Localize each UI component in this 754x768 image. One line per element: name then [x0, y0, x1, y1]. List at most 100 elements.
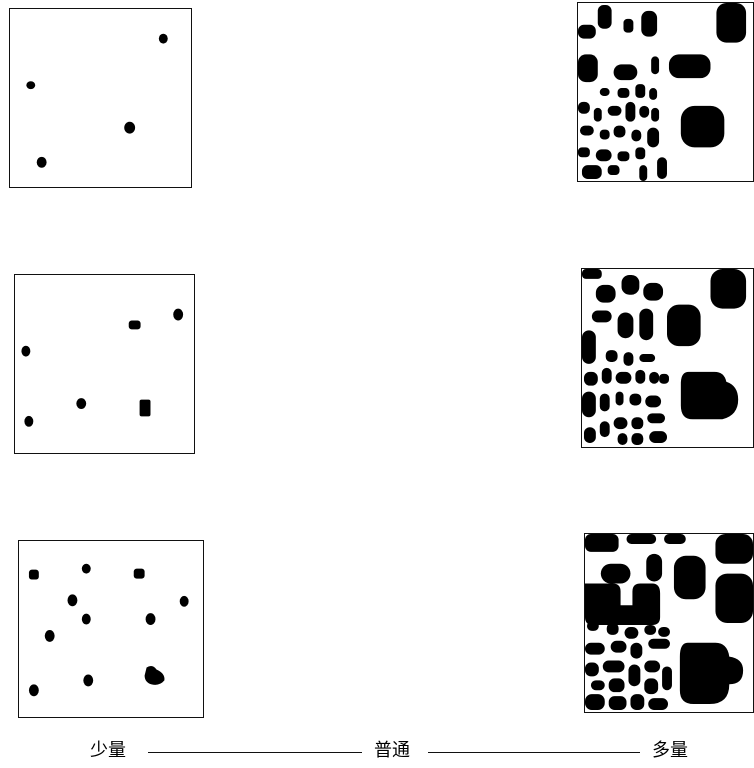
- blob: [603, 661, 625, 673]
- speck: [146, 613, 156, 625]
- blob: [649, 431, 667, 443]
- speck: [159, 34, 168, 44]
- blob: [607, 623, 619, 635]
- blob: [585, 583, 660, 625]
- blob: [592, 311, 612, 323]
- blob: [631, 130, 641, 142]
- speck: [129, 320, 141, 329]
- blob: [629, 394, 641, 406]
- blob: [582, 392, 596, 418]
- blob: [596, 149, 612, 161]
- density-scale: 少量 普通 多量: [0, 728, 754, 768]
- blob: [641, 11, 657, 37]
- blob: [600, 130, 610, 140]
- blob: [715, 574, 753, 623]
- blob: [630, 643, 642, 659]
- blob: [639, 165, 647, 181]
- blob: [600, 394, 610, 412]
- speck: [82, 564, 91, 574]
- speck: [83, 674, 93, 686]
- blob: [658, 627, 670, 637]
- speck: [145, 666, 165, 685]
- blob: [622, 275, 640, 295]
- blob: [639, 309, 653, 341]
- speck: [124, 122, 135, 134]
- blob: [630, 694, 644, 710]
- blob: [669, 54, 711, 78]
- blob: [582, 165, 602, 179]
- blob: [616, 372, 632, 384]
- blob: [648, 698, 668, 710]
- blob: [639, 354, 655, 362]
- blob: [580, 126, 594, 136]
- blob: [585, 643, 605, 655]
- blob: [618, 433, 628, 445]
- blob: [631, 417, 643, 429]
- sparse-dots-3: [19, 541, 203, 717]
- blob: [578, 102, 590, 114]
- blob: [582, 269, 602, 279]
- blob: [635, 147, 645, 159]
- blob: [584, 372, 598, 386]
- scale-mid-label: 普通: [374, 740, 410, 762]
- speck: [82, 614, 91, 625]
- blob: [647, 128, 659, 148]
- scale-high-label: 多量: [652, 740, 688, 762]
- sparse-panel-3: [18, 540, 204, 718]
- blob: [648, 639, 670, 649]
- blob: [628, 665, 640, 687]
- blob: [616, 392, 624, 406]
- blob: [587, 621, 599, 631]
- blob: [627, 534, 657, 544]
- blob: [681, 372, 738, 419]
- blob: [680, 643, 743, 704]
- dense-blobs-1: [578, 3, 753, 181]
- blob: [598, 5, 612, 29]
- blob: [618, 313, 634, 339]
- scale-line-left: [148, 752, 362, 753]
- blob: [623, 19, 633, 33]
- blob: [578, 147, 590, 157]
- blob: [585, 663, 599, 677]
- speck: [37, 157, 47, 168]
- blob: [657, 157, 667, 179]
- blob: [635, 84, 645, 98]
- speck: [21, 346, 30, 357]
- blob: [611, 641, 627, 653]
- blob: [646, 554, 662, 582]
- blob: [591, 680, 605, 690]
- blob: [618, 151, 630, 161]
- blob: [715, 534, 753, 564]
- dense-panel-3: [584, 533, 754, 713]
- speck: [173, 309, 183, 321]
- blob: [644, 661, 660, 673]
- blob: [614, 126, 626, 138]
- speck: [140, 400, 151, 417]
- scale-low-label: 少量: [90, 740, 126, 762]
- blob: [644, 678, 658, 694]
- blob: [644, 625, 656, 635]
- blob: [600, 88, 610, 96]
- blob: [649, 88, 657, 100]
- blob: [631, 433, 643, 445]
- blob: [614, 417, 628, 429]
- speck: [134, 569, 145, 579]
- dense-blobs-2: [582, 269, 753, 447]
- speck: [26, 81, 35, 89]
- blob: [681, 106, 725, 148]
- blob: [584, 427, 596, 443]
- blob: [609, 678, 625, 692]
- blob: [594, 108, 602, 122]
- blob: [645, 396, 661, 408]
- blob: [674, 556, 706, 599]
- blob: [608, 165, 620, 175]
- blob: [602, 368, 612, 384]
- blob: [585, 534, 619, 552]
- blob: [635, 370, 645, 384]
- dense-panel-2: [581, 268, 754, 448]
- speck: [76, 398, 86, 409]
- blob: [578, 25, 596, 39]
- blob: [582, 330, 596, 364]
- blob: [647, 413, 665, 423]
- blob: [664, 534, 686, 544]
